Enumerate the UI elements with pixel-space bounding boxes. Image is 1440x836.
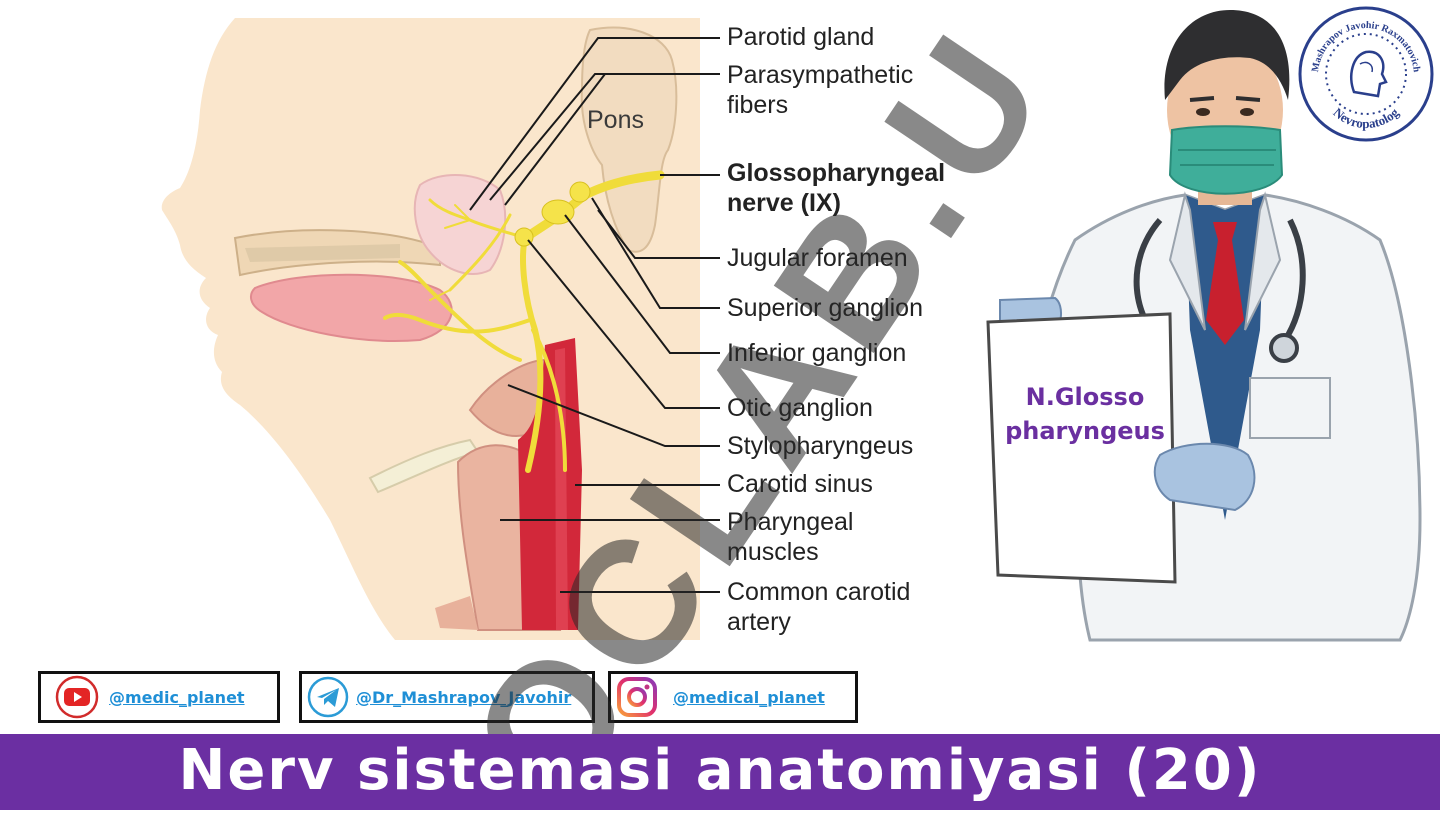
superior-ganglion: [569, 181, 591, 203]
label-glossopharyngeal-nerve: Glossopharyngeal nerve (IX): [727, 159, 946, 217]
label-superior-ganglion: Superior ganglion: [727, 294, 923, 322]
carotid-highlight: [555, 348, 568, 630]
youtube-link[interactable]: @medic_planet: [38, 671, 280, 723]
right-lapel: [1244, 191, 1282, 331]
doctor-illustration: [986, 10, 1422, 642]
left-eye: [1196, 108, 1210, 116]
telegram-icon: [307, 676, 349, 718]
label-inferior-ganglion: Inferior ganglion: [727, 339, 907, 367]
eyebrows: [1189, 96, 1261, 102]
telegram-handle[interactable]: @Dr_Mashrapov_Javohir: [356, 687, 572, 707]
instagram-link[interactable]: @medical_planet: [608, 671, 858, 723]
stethoscope-chestpiece: [1269, 333, 1299, 363]
inferior-ganglion: [541, 199, 575, 225]
label-pharyngeal-muscles: Pharyngeal muscles: [727, 508, 854, 566]
coat-pocket: [1249, 377, 1331, 439]
label-carotid-sinus: Carotid sinus: [727, 470, 873, 498]
label-common-carotid-artery: Common carotid artery: [727, 578, 911, 636]
label-parotid-gland: Parotid gland: [727, 23, 875, 51]
anatomy-illustration: [161, 18, 720, 640]
pons: [580, 26, 678, 253]
shirt: [1185, 195, 1265, 520]
youtube-icon: [55, 675, 99, 719]
palate-texture: [245, 244, 400, 262]
label-stylopharyngeus: Stylopharyngeus: [727, 432, 914, 460]
doctor-hair: [1164, 10, 1290, 100]
sign-line-1: N.Glosso: [1025, 383, 1145, 411]
label-parasympathetic-fibers: Parasympathetic fibers: [727, 61, 914, 119]
parotid-gland: [413, 174, 507, 275]
sign-line-2: pharyngeus: [1005, 417, 1165, 445]
tie: [1206, 222, 1244, 345]
label-jugular-foramen: Jugular foramen: [727, 244, 908, 272]
sign-board: [986, 312, 1177, 584]
youtube-handle[interactable]: @medic_planet: [109, 687, 245, 707]
right-glove: [1153, 442, 1256, 512]
slide-title: Nerv sistemasi anatomiyasi (20): [178, 738, 1262, 803]
leader-lines: [469, 37, 720, 593]
telegram-link[interactable]: @Dr_Mashrapov_Javohir: [299, 671, 595, 723]
left-lapel: [1168, 191, 1206, 331]
title-banner: [0, 734, 1440, 810]
mask-pleats: [1178, 149, 1276, 166]
instagram-icon: [617, 677, 657, 717]
face-mask: [1168, 125, 1284, 195]
instagram-handle[interactable]: @medical_planet: [673, 687, 825, 707]
tongue: [249, 273, 453, 342]
label-otic-ganglion: Otic ganglion: [727, 394, 873, 422]
muscle-fragment: [435, 596, 478, 630]
nevropatolog-seal: Mashrapov Javohir Raxmatovich Nevropatol…: [1298, 6, 1434, 142]
pons-label: Pons: [587, 106, 644, 134]
right-eye: [1240, 108, 1254, 116]
